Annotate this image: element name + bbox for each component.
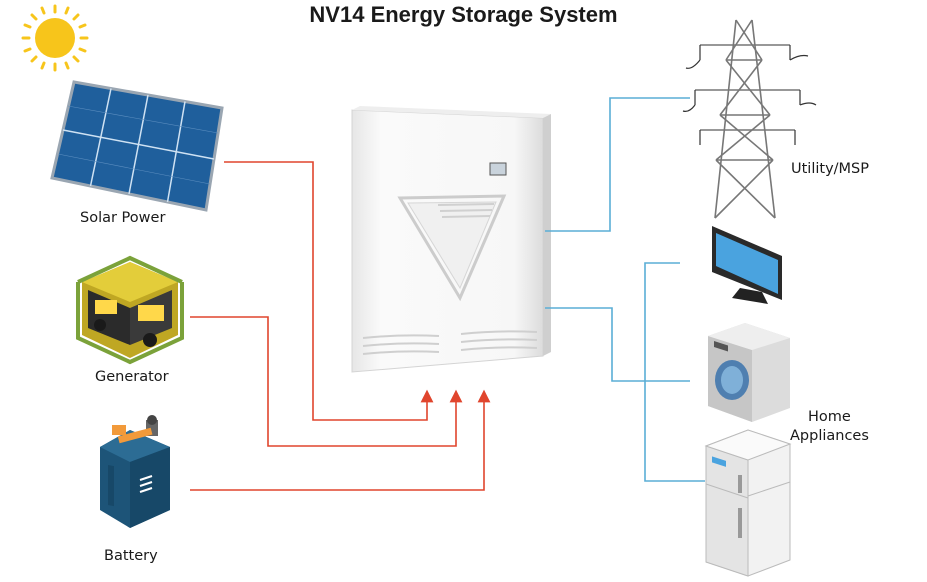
diagram-title: NV14 Energy Storage System xyxy=(309,2,618,27)
tv-icon xyxy=(712,226,782,304)
battery-icon xyxy=(100,415,170,528)
label-generator: Generator xyxy=(95,369,169,385)
sun-icon xyxy=(21,4,89,72)
label-home-appliances-line2: Appliances xyxy=(790,428,869,444)
washing-machine-icon xyxy=(708,323,790,422)
label-home-appliances-line1: Home xyxy=(808,409,851,425)
inverter-unit xyxy=(351,106,551,373)
output-lines xyxy=(545,97,705,482)
label-utility: Utility/MSP xyxy=(791,161,869,177)
label-solar-power: Solar Power xyxy=(80,210,166,226)
label-battery: Battery xyxy=(104,548,158,564)
input-lines xyxy=(190,161,491,491)
power-tower-icon xyxy=(682,19,817,219)
fridge-icon xyxy=(704,429,792,577)
generator-icon xyxy=(76,255,184,365)
solar-panel-icon xyxy=(50,80,224,212)
